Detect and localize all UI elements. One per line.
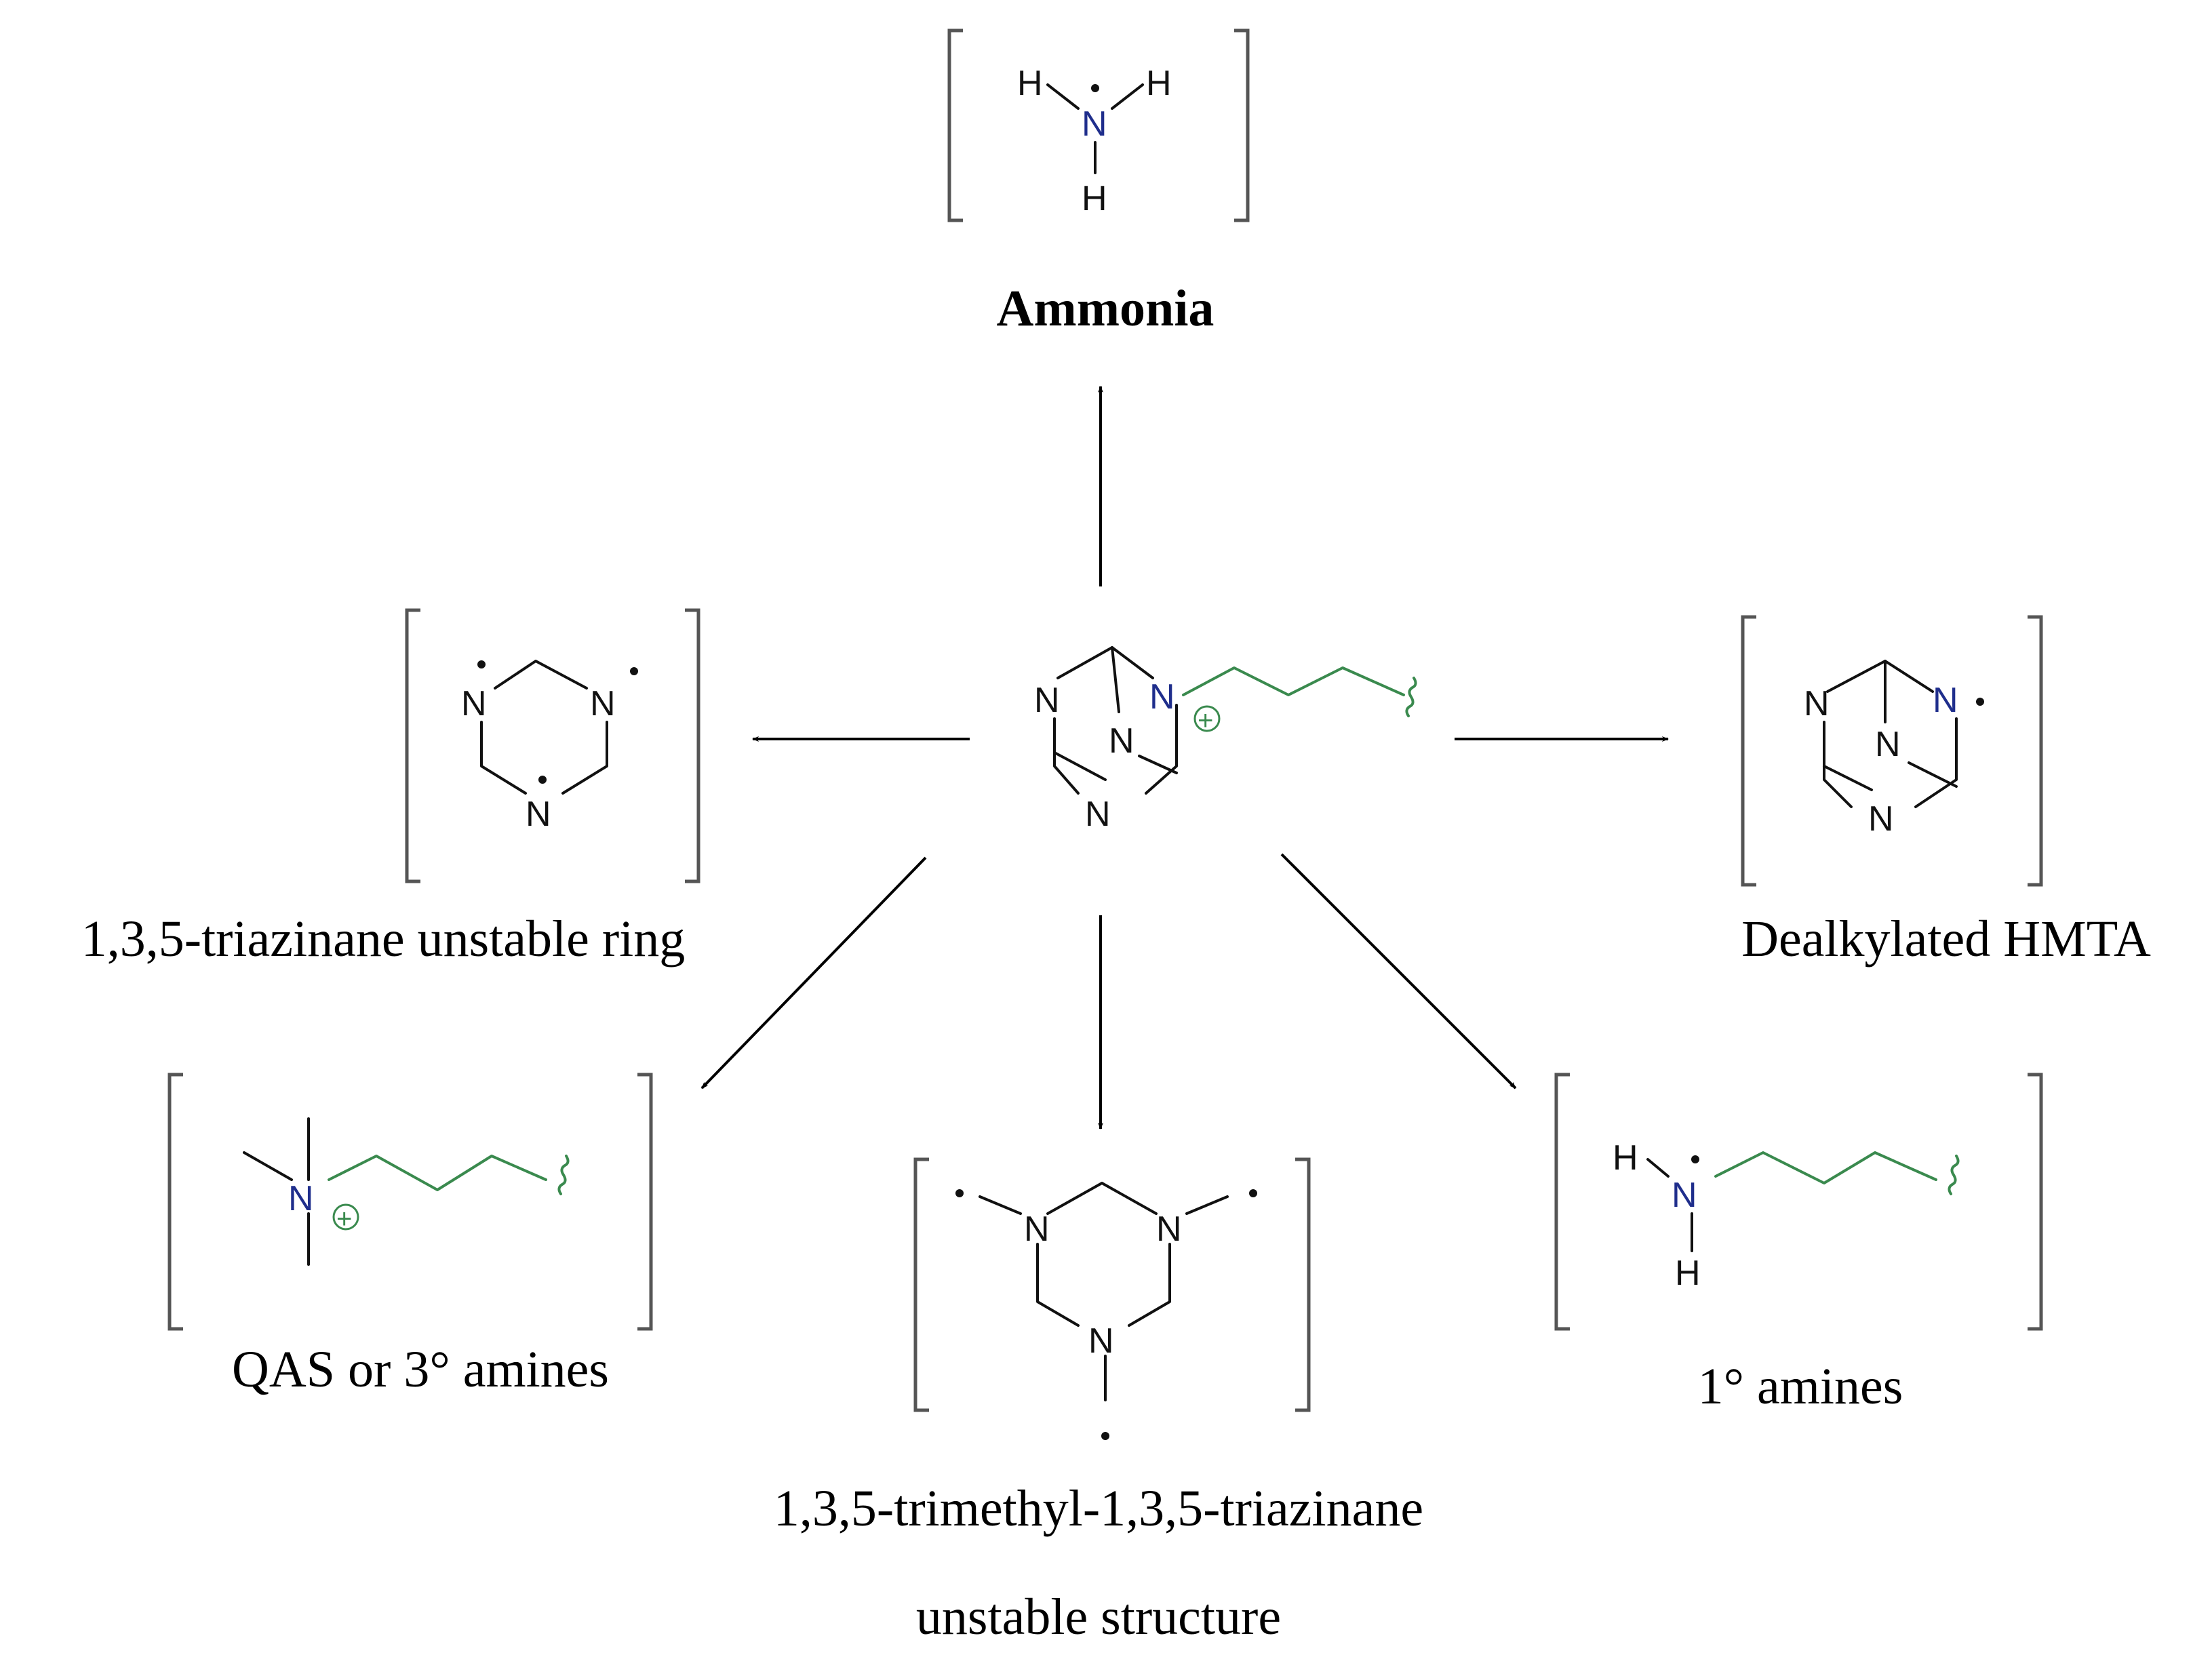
qas-n-cation: N (288, 1179, 314, 1218)
qas-amine-structure: N + (167, 1073, 653, 1331)
central-hmta-cation: N N N N + (1034, 646, 1417, 834)
triazinane-n-bottom: N (526, 795, 551, 834)
trimethyl-triazinane-structure: N N N (913, 1157, 1311, 1440)
central-n-left: N (1034, 681, 1060, 720)
dealkylated-n-radical: N (1933, 681, 1958, 720)
dealkylated-hmta-structure: N N N N (1741, 615, 2043, 887)
svg-text:+: + (336, 1204, 352, 1234)
primary-amines-caption: 1° amines (1698, 1358, 1903, 1415)
primary-amine-h-bottom: H (1675, 1254, 1701, 1293)
triazinane-n-left: N (461, 684, 487, 723)
wavy-bond-icon (557, 1155, 570, 1195)
dealkylated-n-middle: N (1875, 725, 1901, 764)
arrow-to-primary-amines (1280, 853, 1517, 1090)
ammonia-h-bottom: H (1082, 179, 1107, 218)
wavy-bond-icon (1948, 1155, 1960, 1195)
arrow-to-qas (700, 856, 927, 1090)
ammonia-bracket-right (1234, 28, 1250, 222)
ammonia-h-left: H (1017, 64, 1043, 103)
primary-amine-n: N (1672, 1176, 1697, 1215)
central-n-middle: N (1109, 721, 1134, 761)
svg-text:+: + (1198, 706, 1213, 736)
positive-charge-icon: + (332, 1203, 359, 1234)
trimethyl-n-right: N (1156, 1210, 1182, 1249)
triazinane-ring-structure: N N N (405, 608, 700, 883)
primary-amine-h-top: H (1613, 1138, 1638, 1178)
wavy-bond-icon (1405, 677, 1417, 717)
ammonia-caption: Ammonia (997, 280, 1214, 337)
ammonia-h-right: H (1146, 64, 1172, 103)
dealkylated-hmta-caption: Dealkylated HMTA (1741, 911, 2151, 967)
trimethyl-n-left: N (1024, 1210, 1050, 1249)
central-n-cation: N (1149, 677, 1175, 717)
triazinane-n-right: N (590, 684, 616, 723)
trimethyl-caption-line2: unstable structure (916, 1589, 1281, 1645)
ammonia-structure: H H N H (947, 28, 1250, 222)
radical-dot-icon (1091, 84, 1099, 92)
trimethyl-n-bottom: N (1088, 1321, 1114, 1361)
dealkylated-n-bottom: N (1868, 799, 1894, 839)
ammonia-n: N (1082, 104, 1107, 144)
ammonia-bracket-left (947, 28, 963, 222)
primary-amine-structure: H N H (1554, 1073, 2043, 1331)
dealkylated-n-left: N (1804, 684, 1830, 723)
positive-charge-icon: + (1193, 705, 1221, 736)
central-alkyl-chain (1182, 666, 1405, 696)
qas-caption: QAS or 3° amines (232, 1341, 609, 1398)
trimethyl-caption-line1: 1,3,5-trimethyl-1,3,5-triazinane (774, 1480, 1423, 1537)
triazinane-caption: 1,3,5-triazinane unstable ring (81, 911, 686, 967)
central-n-bottom: N (1085, 795, 1111, 834)
reaction-arrows (700, 386, 1669, 1130)
